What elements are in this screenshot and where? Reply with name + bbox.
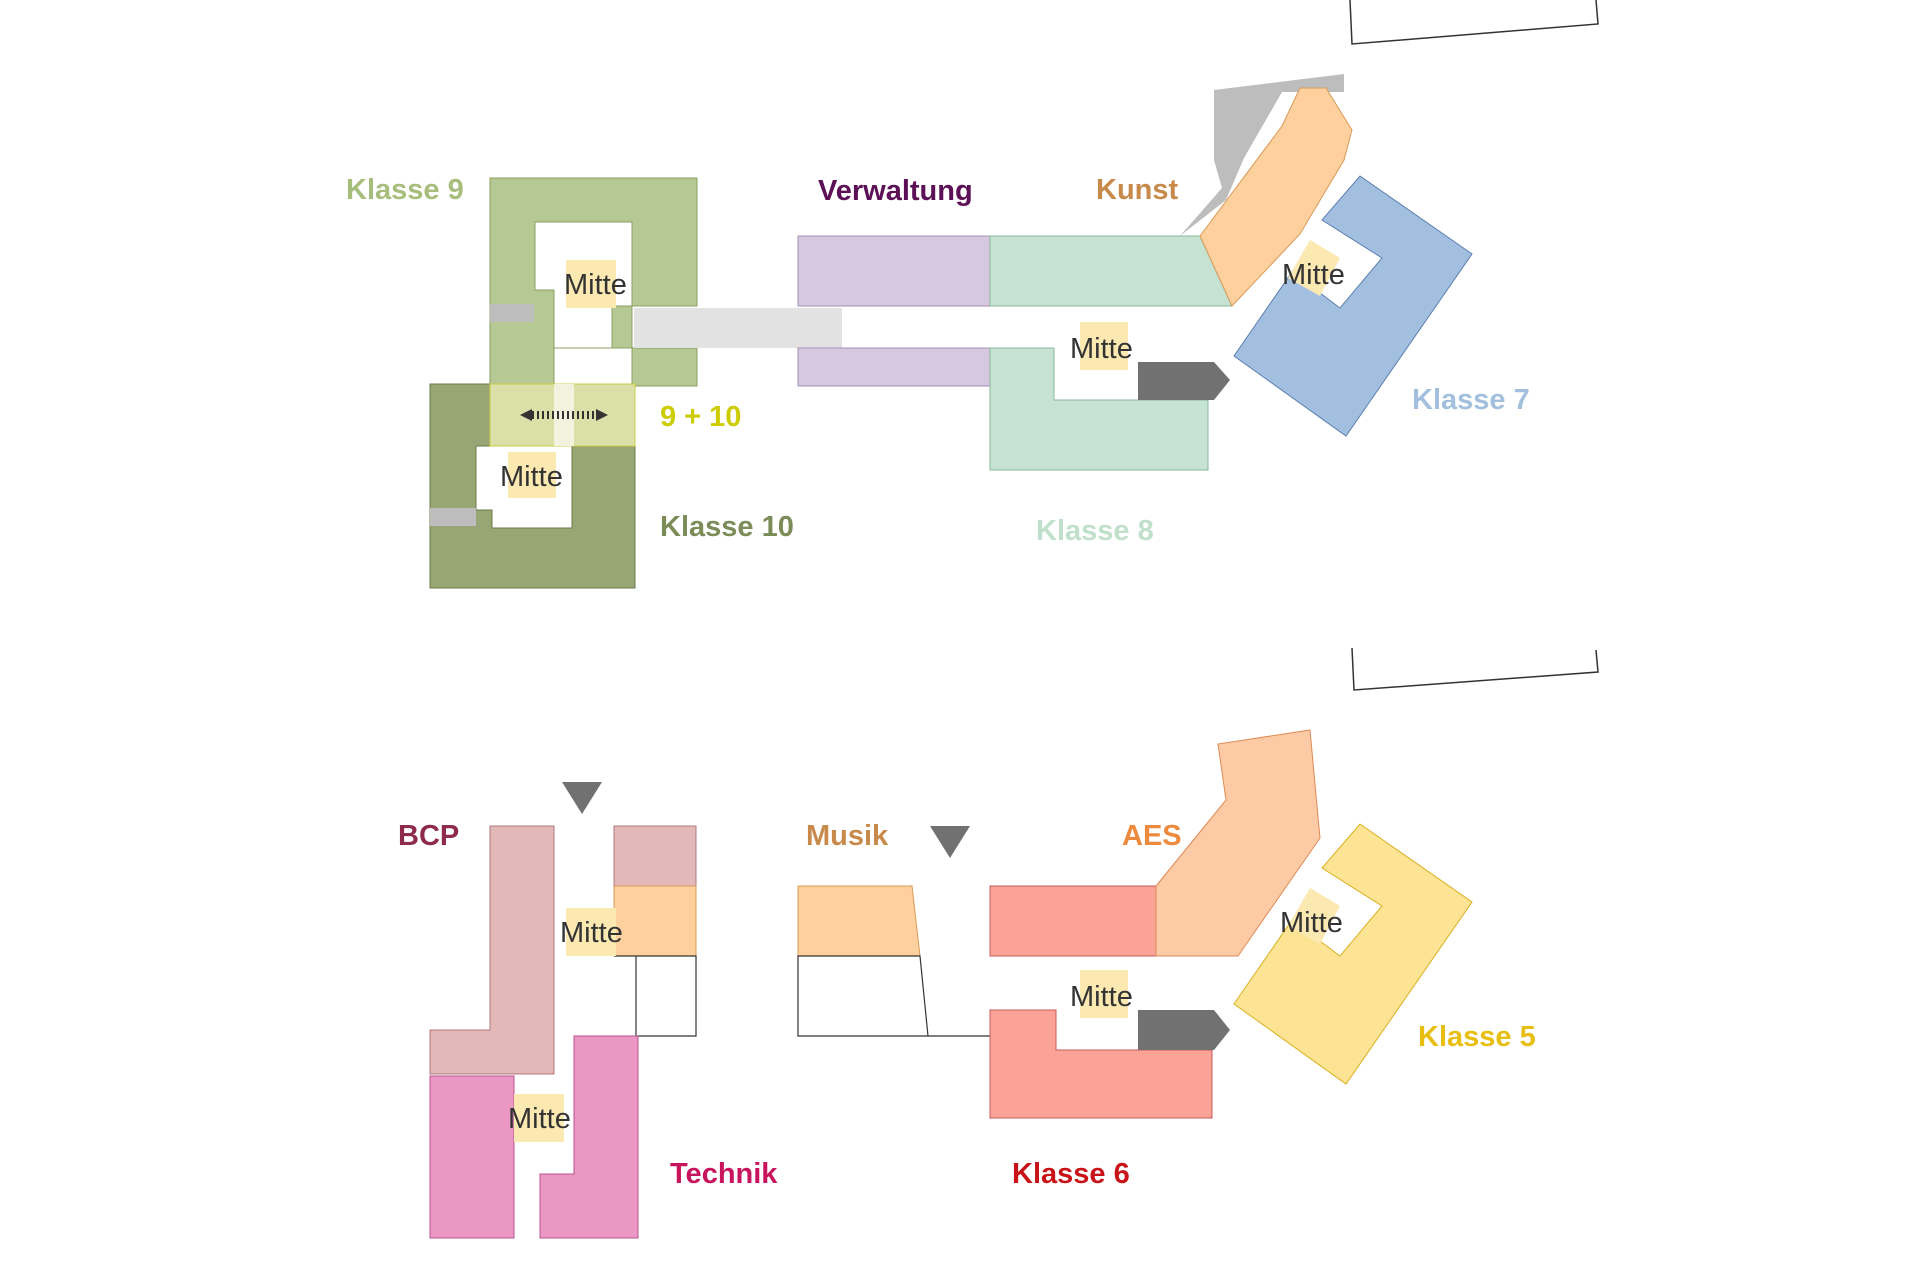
label-technik: Technik — [670, 1158, 778, 1190]
klasse-9-stair — [490, 304, 534, 322]
label-klasse-5: Klasse 5 — [1418, 1021, 1536, 1053]
entrance-triangle-icon — [930, 826, 970, 858]
verwaltung-block-top — [797, 235, 991, 307]
klasse-8-block-top — [989, 235, 1233, 307]
mitte-marker-klasse-6 — [1080, 970, 1128, 1018]
mitte-label-klasse-9: Mitte — [564, 269, 627, 301]
label-kunst: Kunst — [1096, 174, 1179, 206]
site-edge-mark-lower — [1351, 647, 1599, 691]
label-verwaltung: Verwaltung — [818, 175, 973, 207]
label-bcp: BCP — [398, 820, 459, 852]
mitte-marker-technik — [514, 1094, 564, 1142]
technik-block-right — [539, 1035, 639, 1239]
label-klasse-8: Klasse 8 — [1036, 515, 1154, 547]
mitte-label-klasse-6: Mitte — [1070, 981, 1133, 1013]
mitte-marker-klasse-7 — [1288, 240, 1340, 296]
upper-floor: Mitte Mitte Mitte Mitte Klasse 9 Verwalt… — [346, 0, 1599, 589]
label-aes: AES — [1122, 820, 1182, 852]
upper-stair-wedge — [1138, 362, 1230, 400]
verwaltung-block-bottom — [797, 347, 991, 387]
kunst-storage — [1180, 74, 1344, 236]
site-edge-mark-upper — [1349, 0, 1599, 45]
bcp-orange-room — [613, 885, 697, 957]
mitte-marker-klasse-5 — [1288, 888, 1340, 944]
label-shared-9-10: 9 + 10 — [660, 401, 741, 433]
mitte-marker-klasse-8 — [1080, 322, 1128, 370]
label-klasse-10: Klasse 10 — [660, 511, 794, 543]
bcp-block — [429, 825, 555, 1075]
label-klasse-6: Klasse 6 — [1012, 1158, 1130, 1190]
lower-stair-wedge — [1138, 1010, 1230, 1050]
mitte-marker-klasse-10 — [508, 452, 556, 498]
upper-corridor — [634, 308, 842, 348]
bcp-outline-room — [614, 955, 697, 1037]
aes-block — [1155, 729, 1321, 957]
musik-outline-room — [797, 955, 929, 1037]
kunst-block — [1199, 87, 1353, 307]
mitte-label-klasse-7: Mitte — [1282, 259, 1345, 291]
mitte-label-klasse-8: Mitte — [1070, 333, 1133, 365]
mitte-marker-klasse-9 — [566, 260, 616, 308]
technik-block-left — [429, 1075, 515, 1239]
double-arrow-icon — [520, 409, 608, 421]
klasse-6-block-top — [989, 885, 1157, 957]
klasse-10-stair — [430, 508, 476, 526]
entrance-triangle-icon — [562, 782, 602, 814]
mitte-label-klasse-5: Mitte — [1280, 907, 1343, 939]
musik-block — [797, 885, 921, 957]
lower-floor: Mitte Mitte Mitte Mitte BCP Musik AES Kl… — [398, 647, 1599, 1239]
mitte-label-klasse-10: Mitte — [500, 461, 563, 493]
label-klasse-7: Klasse 7 — [1412, 384, 1530, 416]
label-musik: Musik — [806, 820, 889, 852]
bcp-block-right — [613, 825, 697, 887]
mitte-label-bcp: Mitte — [560, 917, 623, 949]
label-klasse-9: Klasse 9 — [346, 174, 464, 206]
mitte-label-technik: Mitte — [508, 1103, 571, 1135]
mitte-marker-bcp — [566, 908, 616, 956]
